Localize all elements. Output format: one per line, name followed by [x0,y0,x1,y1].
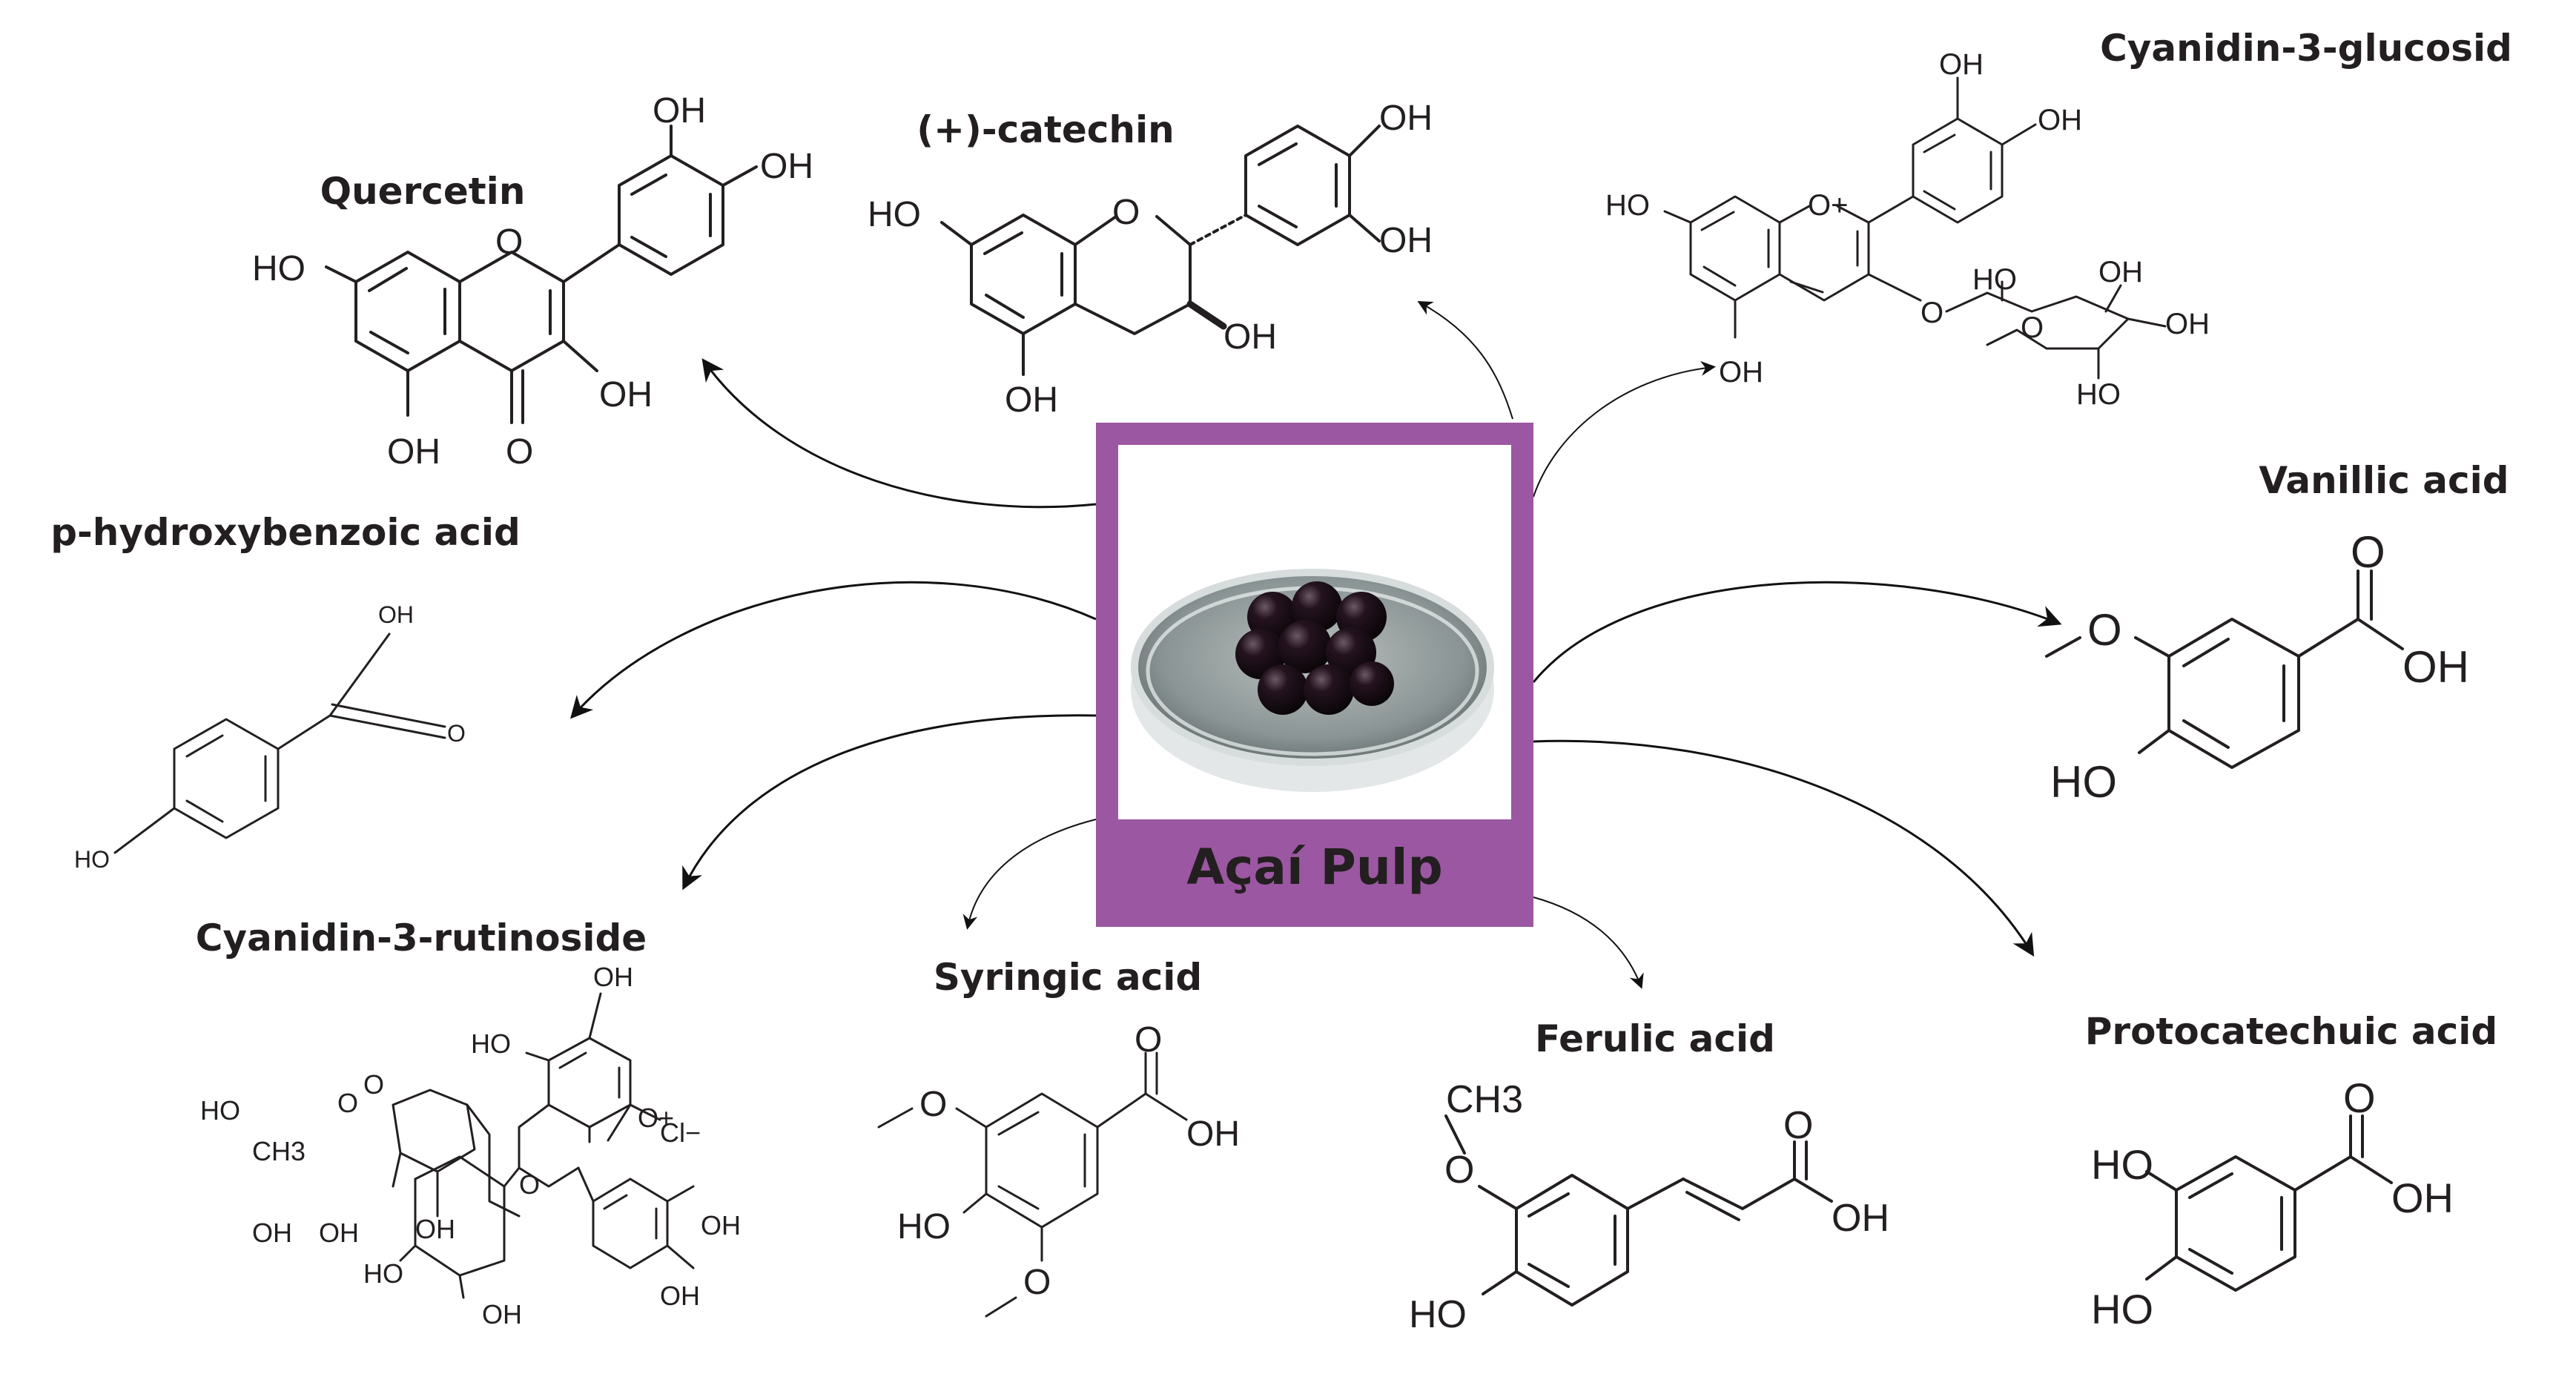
acai-pulp-box: Açaí Pulp [1096,423,1533,927]
ferulic-atom: HO [1409,1293,1467,1336]
vanillic-atom: HO [2050,757,2117,807]
rutinoside-atom: Cl− [660,1117,701,1148]
syringic-atom: HO [897,1207,951,1246]
ferulic-atom: O [1783,1104,1813,1147]
catechin-atom: OH [1223,317,1277,357]
glucosid-atom: HO [1972,263,2017,296]
rutinoside-atom: HO [471,1028,511,1059]
rutinoside-atom: CH3 [252,1136,306,1166]
vanillic-name: Vanillic acid [2259,459,2509,502]
glucosid-atom: HO [2076,378,2121,411]
quercetin-atom: OH [653,91,706,131]
syringic-atom: OH [1186,1114,1240,1154]
rutinoside-atom: O [337,1088,358,1118]
syringic-atom: O [1135,1020,1162,1060]
rutinoside-atom: HO [200,1095,240,1126]
vanillic-atom: O [2351,527,2385,577]
arrow-to-ferulic [1533,896,1644,989]
rutinoside-atom: OH [482,1299,522,1330]
cyanidin-glucosid-name: Cyanidin-3-glucosid [2100,27,2512,70]
ferulic-atom: CH3 [1446,1078,1523,1121]
catechin-atom: OH [1379,99,1433,138]
p-hydroxybenzoic-atom: HO [74,846,110,873]
protocatechuic-structure: Protocatechuic acid O HO OH HO [2085,1010,2497,1332]
arrow-to-protocatechuic [1533,739,2035,957]
syringic-atom: O [919,1085,947,1124]
ferulic-atom: OH [1832,1197,1889,1240]
arrow-to-p-hydroxybenzoic [570,581,1097,719]
quercetin-atom: O [506,432,533,472]
syringic-name: Syringic acid [934,956,1202,999]
rutinoside-atom: O+ [638,1103,674,1133]
quercetin-atom: HO [252,249,306,288]
syringic-structure: Syringic acid O O OH HO O [877,956,1240,1318]
rutinoside-atom: OH [701,1210,741,1241]
rutinoside-atom: OH [252,1218,292,1248]
rutinoside-atom: HO [363,1258,403,1289]
arrow-to-catechin [1417,301,1513,420]
protocatechuic-atom: O [2343,1074,2376,1121]
arrows [570,301,2062,989]
p-hydroxybenzoic-structure: p-hydroxybenzoic acid OH O HO [50,511,521,873]
quercetin-atom: OH [599,375,653,414]
syringic-atom: O [1023,1263,1051,1302]
vanillic-atom: OH [2402,642,2469,692]
catechin-atom: O [1112,193,1140,232]
ferulic-atom: O [1444,1149,1474,1192]
glucosid-atom: OH [2165,308,2210,340]
glucosid-atom: OH [2098,256,2143,288]
glucosid-atom: O+ [1808,189,1848,222]
catechin-name: (+)-catechin [917,108,1175,151]
quercetin-name: Quercetin [320,170,526,213]
ferulic-name: Ferulic acid [1535,1017,1775,1060]
p-hydroxybenzoic-atom: OH [378,601,414,628]
quercetin-atom: OH [760,147,813,186]
cyanidin-rutinoside-name: Cyanidin-3-rutinoside [196,916,647,960]
glucosid-atom: OH [1719,356,1763,389]
rutinoside-atom: OH [660,1281,700,1311]
quercetin-structure: Quercetin HO O OH OH OH OH O [252,91,813,472]
protocatechuic-atom: HO [2091,1141,2153,1188]
rutinoside-atom: OH [593,962,633,992]
catechin-atom: HO [868,195,921,234]
vanillic-atom: O [2087,605,2122,655]
arrow-to-quercetin [701,358,1097,509]
glucosid-atom: HO [1605,189,1650,222]
cyanidin-rutinoside-structure: Cyanidin-3-rutinoside OH HO O+ Cl− O [196,916,741,1330]
glucosid-atom: O [1921,297,1943,329]
protocatechuic-name: Protocatechuic acid [2085,1010,2497,1053]
arrow-to-cyanidin-rutinoside [682,714,1097,891]
catechin-atom: OH [1379,221,1433,260]
ferulic-structure: Ferulic acid CH3 O O OH HO [1409,1017,1889,1336]
protocatechuic-atom: HO [2091,1286,2153,1332]
p-hydroxybenzoic-atom: O [447,720,466,747]
acai-berries [1235,581,1394,715]
rutinoside-atom: O [519,1169,540,1200]
acai-pulp-label: Açaí Pulp [1186,839,1443,896]
arrow-to-vanillic [1532,581,2062,683]
glucosid-atom: O [2021,311,2044,344]
cyanidin-glucosid-structure: Cyanidin-3-glucosid HO O+ OH OH OH O HO [1605,27,2512,411]
arrow-to-syringic [962,819,1097,930]
vanillic-structure: Vanillic acid O O OH HO [2045,459,2509,807]
glucosid-atom: OH [2038,104,2082,136]
protocatechuic-atom: OH [2391,1175,2454,1221]
glucosid-atom: OH [1939,48,1984,81]
rutinoside-atom: O [363,1069,384,1100]
rutinoside-atom: OH [415,1214,455,1244]
p-hydroxybenzoic-name: p-hydroxybenzoic acid [50,511,521,554]
catechin-atom: OH [1005,380,1058,420]
arrow-to-cyanidin-glucosid [1533,360,1716,498]
quercetin-atom: O [495,222,523,262]
catechin-structure: (+)-catechin HO O OH OH OH OH [868,99,1433,420]
rutinoside-atom: OH [319,1218,359,1248]
quercetin-atom: OH [387,432,440,472]
petri-dish-image [1131,569,1494,792]
